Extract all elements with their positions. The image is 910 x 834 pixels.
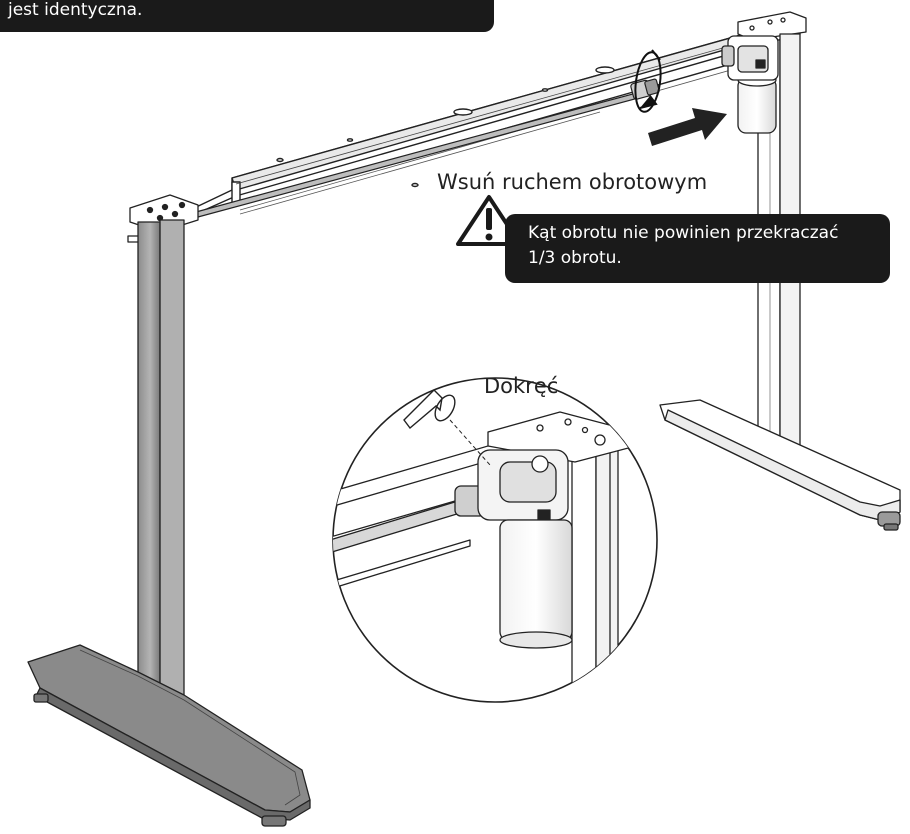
push-arrow-icon <box>648 108 727 146</box>
warning-callout: Kąt obrotu nie powinien przekraczać 1/3 … <box>505 214 890 283</box>
left-leg <box>27 194 311 827</box>
warning-text-line2: 1/3 obrotu. <box>528 248 622 268</box>
warning-text-line1: Kąt obrotu nie powinien przekraczać <box>528 223 839 243</box>
top-note-text: jest identyczna. <box>8 0 143 20</box>
zoom-detail <box>332 377 658 703</box>
warning-triangle-icon <box>456 195 522 246</box>
rotation-arrow-icon <box>634 49 662 113</box>
rotate-instruction-label: Wsuń ruchem obrotowym <box>437 170 708 194</box>
crossbar-beam <box>189 23 801 215</box>
lift-motor-top <box>721 35 779 134</box>
drive-shaft <box>195 78 660 218</box>
allen-key-icon <box>403 389 491 466</box>
tighten-instruction-label: Dokręć <box>484 374 559 398</box>
top-note-callout: jest identyczna. <box>0 0 494 32</box>
